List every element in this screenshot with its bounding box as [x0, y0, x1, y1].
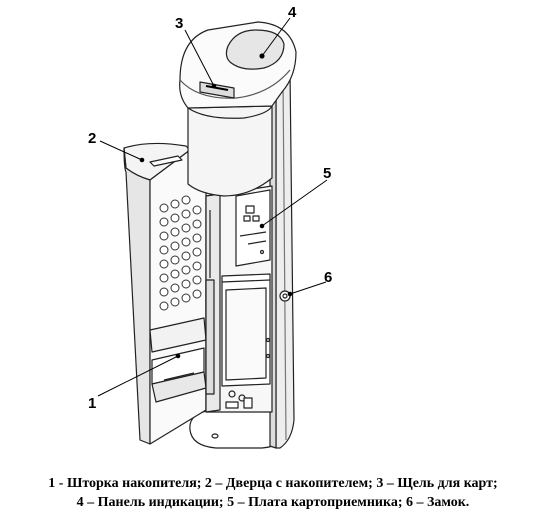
central-body: [205, 185, 273, 413]
caption-line-1: 1 - Шторка накопителя; 2 – Дверца с нако…: [48, 476, 498, 491]
leader-2: [99, 140, 145, 163]
callout-1: 1: [88, 395, 96, 412]
lower-connectors: [225, 390, 253, 409]
callout-6: 6: [324, 269, 332, 286]
lock: [279, 290, 291, 302]
right-column: [269, 69, 295, 449]
leader-1: [97, 353, 181, 397]
leader-5: [259, 179, 328, 229]
kiosk-diagram: 1 2 3 4 5 6: [88, 4, 332, 449]
callout-2: 2: [88, 130, 96, 147]
leader-4: [259, 17, 291, 59]
figure-caption: 1 - Шторка накопителя; 2 – Дверца с нако…: [0, 474, 546, 512]
leader-6: [287, 281, 327, 297]
card-cassette: [221, 273, 271, 387]
leader-3: [184, 29, 217, 89]
card-slot: [199, 81, 235, 99]
callout-3: 3: [175, 15, 183, 32]
head-unit: [179, 21, 297, 197]
callout-5: 5: [323, 165, 331, 182]
caption-line-2: 4 – Панель индикации; 5 – Плата картопри…: [76, 495, 470, 510]
accumulator-shutter: [149, 317, 207, 403]
card-reader-board: [235, 189, 271, 267]
perforation-grid: [159, 195, 202, 311]
door-with-accumulator: [123, 142, 207, 445]
callout-4: 4: [288, 4, 297, 21]
